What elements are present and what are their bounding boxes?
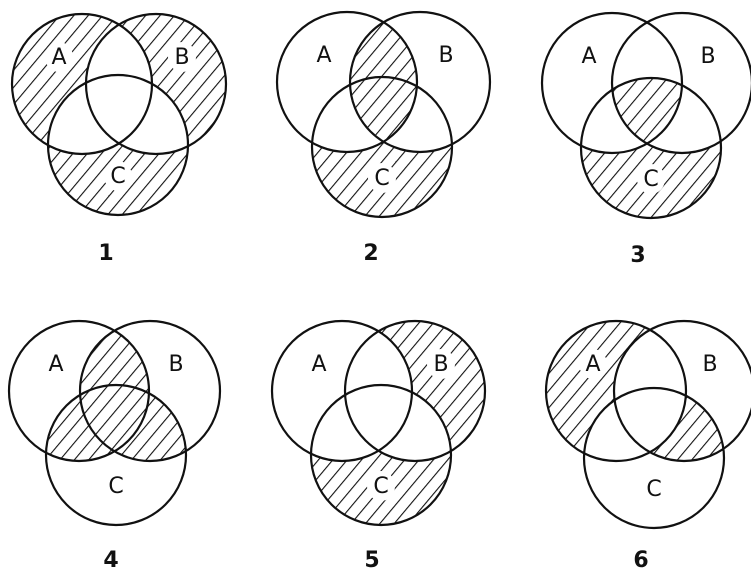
- set-label-c: C: [646, 477, 661, 502]
- set-label-b: B: [174, 45, 189, 70]
- set-label-a: A: [51, 45, 66, 70]
- circle-b: [612, 319, 751, 463]
- circle-c: [582, 386, 726, 530]
- circle-a: [270, 319, 414, 463]
- set-label-a: A: [585, 352, 600, 377]
- circle-a: [540, 11, 684, 155]
- set-label-b: B: [702, 352, 717, 377]
- set-label-c: C: [110, 164, 125, 189]
- circle-c: [310, 75, 454, 219]
- circle-b: [343, 319, 487, 463]
- circle-c: [579, 76, 723, 220]
- circle-c: [44, 383, 188, 527]
- diagram-number: 1: [98, 241, 113, 266]
- diagram-number: 2: [363, 241, 378, 266]
- set-label-c: C: [643, 167, 658, 192]
- set-label-a: A: [311, 352, 326, 377]
- circle-a: [275, 10, 419, 154]
- set-label-a: A: [316, 43, 331, 68]
- circle-b: [78, 319, 222, 463]
- diagram-number: 6: [633, 548, 648, 573]
- set-label-a: A: [581, 44, 596, 69]
- set-label-b: B: [168, 352, 183, 377]
- set-label-b: B: [438, 43, 453, 68]
- set-label-b: B: [433, 352, 448, 377]
- circle-b: [610, 11, 751, 155]
- circle-b: [84, 12, 228, 156]
- set-label-c: C: [108, 474, 123, 499]
- diagram-number: 5: [364, 548, 379, 573]
- set-label-c: C: [373, 474, 388, 499]
- diagram-number: 3: [630, 243, 645, 268]
- set-label-c: C: [374, 166, 389, 191]
- circle-b: [348, 10, 492, 154]
- diagram-number: 4: [103, 548, 118, 573]
- circle-c: [309, 383, 453, 527]
- set-label-a: A: [48, 352, 63, 377]
- circle-c: [46, 73, 190, 217]
- set-label-b: B: [700, 44, 715, 69]
- circle-a: [7, 319, 151, 463]
- circle-a: [544, 319, 688, 463]
